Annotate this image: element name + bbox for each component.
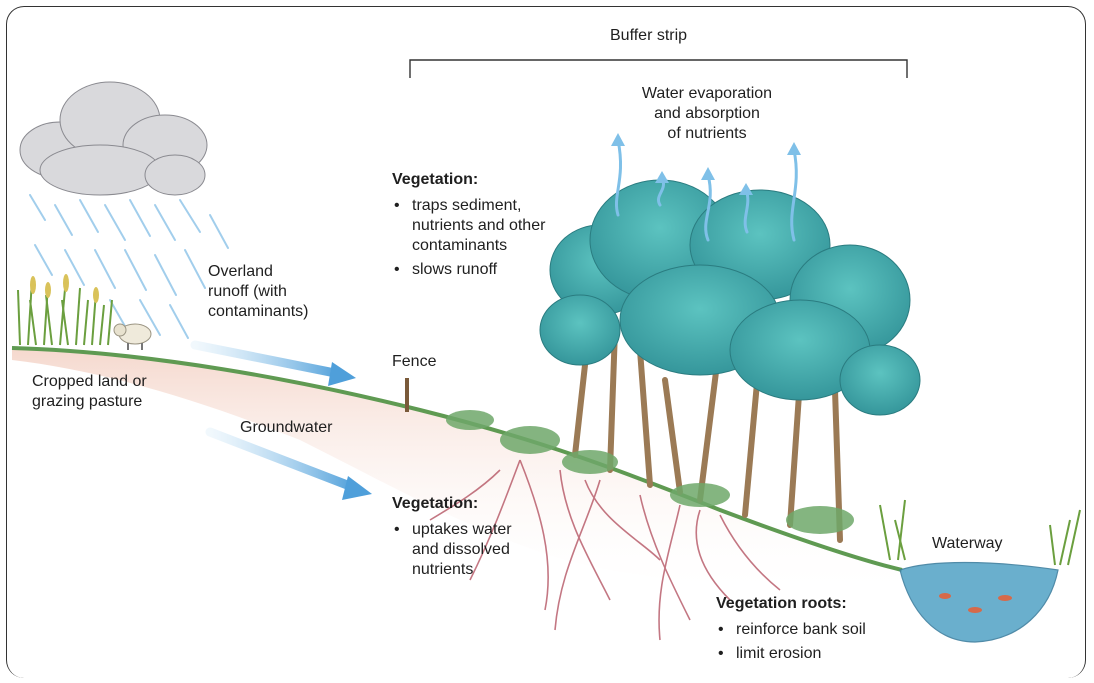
sheep-icon <box>114 324 151 350</box>
groundwater-label: Groundwater <box>240 418 333 438</box>
evaporation-label: Water evaporation and absorption of nutr… <box>627 84 787 144</box>
evaporation-line-2: and absorption <box>627 104 787 124</box>
buffer-strip-bracket <box>410 60 907 78</box>
overland-runoff-line-1: Overland <box>208 262 309 282</box>
fence-label: Fence <box>392 352 436 372</box>
waterway-icon <box>900 563 1058 643</box>
vegetation-roots-block: Vegetation roots: reinforce bank soil li… <box>716 594 866 668</box>
vegetation-top-item: slows runoff <box>392 260 545 280</box>
buffer-strip-label: Buffer strip <box>610 26 687 46</box>
waterway-label: Waterway <box>932 534 1003 554</box>
vegetation-roots-item: reinforce bank soil <box>716 620 866 640</box>
overland-runoff-line-2: runoff (with <box>208 282 309 302</box>
cloud-icon <box>20 82 207 195</box>
vegetation-mid-item: uptakes water and dissolved nutrients <box>392 520 512 580</box>
evaporation-line-3: of nutrients <box>627 124 787 144</box>
vegetation-top-block: Vegetation: traps sediment, nutrients an… <box>392 170 545 284</box>
vegetation-mid-heading: Vegetation: <box>392 494 512 514</box>
reeds-icon <box>880 500 1080 565</box>
overland-runoff-line-3: contaminants) <box>208 302 309 322</box>
vegetation-roots-item: limit erosion <box>716 644 866 664</box>
vegetation-mid-block: Vegetation: uptakes water and dissolved … <box>392 494 512 584</box>
vegetation-roots-heading: Vegetation roots: <box>716 594 866 614</box>
cropped-land-line-2: grazing pasture <box>32 392 147 412</box>
vegetation-top-item: traps sediment, nutrients and other cont… <box>392 196 545 256</box>
overland-runoff-label: Overland runoff (with contaminants) <box>208 262 309 322</box>
rain-icon <box>30 195 228 338</box>
fence-post-icon <box>405 378 409 412</box>
vegetation-top-heading: Vegetation: <box>392 170 545 190</box>
evaporation-line-1: Water evaporation <box>627 84 787 104</box>
cropped-land-line-1: Cropped land or <box>32 372 147 392</box>
tree-canopy-icon <box>540 180 920 415</box>
cropped-land-label: Cropped land or grazing pasture <box>32 372 147 412</box>
